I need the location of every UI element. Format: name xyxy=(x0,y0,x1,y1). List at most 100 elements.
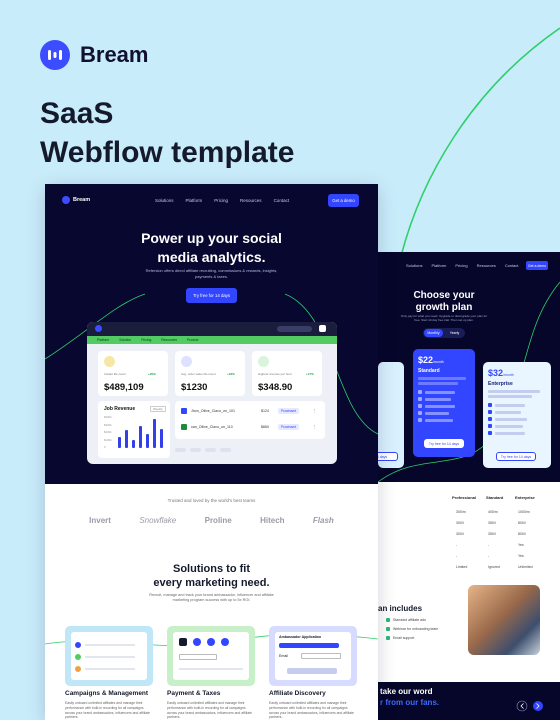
more-icon[interactable]: ⋮ xyxy=(313,409,317,413)
free-trial-button[interactable]: Try free for 14 days xyxy=(186,288,237,303)
bream-logo-icon xyxy=(62,196,70,204)
pricing-card-standard: $22/month Standard Try free for 14 days xyxy=(413,349,475,457)
standard-price: $22/month xyxy=(418,355,444,365)
compare-header-standard: Standard xyxy=(486,495,504,500)
landing-logo[interactable]: Bream xyxy=(62,196,90,204)
feature-line xyxy=(425,390,455,394)
landing-headline-line1: Power up your social xyxy=(141,230,282,246)
compare-cell: - xyxy=(488,543,490,547)
pricing-nav-item[interactable]: Resources xyxy=(476,263,496,268)
dashboard-search-input[interactable] xyxy=(277,326,312,332)
pagination-dot[interactable] xyxy=(175,448,186,452)
compare-cell: 350/l xyxy=(488,532,496,536)
solutions-title-line2: every marketing need. xyxy=(153,577,270,589)
more-icon[interactable]: ⋮ xyxy=(313,425,317,429)
dashboard-avatar[interactable] xyxy=(319,325,326,332)
axis-tick-label: 0 xyxy=(104,445,106,449)
axis-tick-label: $100k xyxy=(104,437,112,442)
pricing-nav-item[interactable]: Platform xyxy=(431,263,447,268)
landing-nav: Solutions Platform Pricing Resources Con… xyxy=(155,198,289,203)
includes-title: an includes xyxy=(378,604,423,613)
table-row[interactable]: Jhon_Ollive_Clavo_on_101 $124 Processed … xyxy=(181,406,321,418)
pricing-nav-item[interactable]: Contact xyxy=(504,263,519,268)
basic-trial-button[interactable]: 14 days xyxy=(378,452,398,461)
pagination-dot[interactable] xyxy=(220,448,231,452)
check-icon xyxy=(488,417,492,421)
compare-cell: 800/l xyxy=(518,532,526,536)
nav-item-pricing[interactable]: Pricing xyxy=(214,198,229,203)
check-icon xyxy=(386,618,390,622)
include-item: Webinar for onboarding team xyxy=(386,627,438,631)
feature-card-affiliates[interactable]: Ambassador Application Email xyxy=(269,626,357,686)
pricing-nav: Solutions Platform Pricing Resources Con… xyxy=(406,263,519,268)
dashboard-tab[interactable]: Solution xyxy=(119,338,132,342)
stat-badge: +18% xyxy=(227,372,235,376)
billing-toggle[interactable]: Monthly Yearly xyxy=(423,328,465,338)
pagination-dot[interactable] xyxy=(190,448,201,452)
nav-item-solutions[interactable]: Solutions xyxy=(155,198,174,203)
compare-cell: 400/m xyxy=(488,510,498,514)
nav-item-contact[interactable]: Contact xyxy=(273,198,290,203)
axis-tick-label: $300k xyxy=(104,422,112,427)
get-demo-button[interactable]: Get a demo xyxy=(328,194,359,207)
table-row[interactable]: can_Ollive_Clavo_on_110 $660 Processed ⋮ xyxy=(181,422,321,434)
dashboard-tab[interactable]: Resources xyxy=(161,338,178,342)
team-photo xyxy=(468,585,540,655)
standard-desc-line xyxy=(418,377,466,380)
check-icon xyxy=(488,403,492,407)
dashboard-topbar xyxy=(87,322,337,336)
dashboard-tab[interactable]: Platform xyxy=(97,338,110,342)
landing-headline-line2: media analytics. xyxy=(157,249,266,265)
pagination-dot[interactable] xyxy=(205,448,216,452)
dashboard-preview: Platform Solution Pricing Resources Prod… xyxy=(87,322,337,464)
feature-line xyxy=(495,403,525,407)
brand-name: Bream xyxy=(80,42,149,67)
stat-value: $348.90 xyxy=(258,382,293,393)
payment-icon xyxy=(221,638,229,646)
standard-trial-button[interactable]: Try free for 14 days xyxy=(424,439,464,448)
feature-line xyxy=(495,424,523,428)
standard-price-period: /month xyxy=(433,360,444,364)
revenue-filter-dropdown[interactable]: Weekly xyxy=(150,406,166,412)
affiliate-email-input[interactable] xyxy=(301,653,341,659)
check-icon xyxy=(488,424,492,428)
toggle-monthly[interactable]: Monthly xyxy=(424,329,443,337)
dashboard-tab[interactable]: Pricing xyxy=(141,338,152,342)
axis-tick-label: $200k xyxy=(104,430,112,434)
nav-item-platform[interactable]: Platform xyxy=(185,198,203,203)
star-icon xyxy=(104,356,115,367)
payment-icon xyxy=(179,638,187,646)
standard-desc-line xyxy=(418,382,458,385)
toggle-yearly[interactable]: Yearly xyxy=(449,331,460,335)
landing-page-mockup: Bream Solutions Platform Pricing Resourc… xyxy=(45,184,378,720)
feature-card-payments[interactable] xyxy=(167,626,255,686)
feature-title-campaigns: Campaigns & Management xyxy=(65,690,149,697)
check-icon xyxy=(418,397,422,401)
affiliate-submit-button[interactable] xyxy=(287,668,337,674)
feature-card-campaigns[interactable] xyxy=(65,626,153,686)
enterprise-desc-line xyxy=(488,390,540,393)
compare-header-professional: Professional xyxy=(452,495,477,500)
pricing-demo-button[interactable]: Get a demo xyxy=(526,261,548,270)
payments-preview xyxy=(173,632,249,680)
enterprise-desc-line xyxy=(488,395,532,398)
testimonial-line1: take our word xyxy=(380,687,433,696)
stat-label: Highest revenue per hour xyxy=(258,372,292,376)
carousel-arrows[interactable] xyxy=(516,700,548,712)
page-title-line1: SaaS xyxy=(40,97,114,130)
dashboard-tab[interactable]: Product xyxy=(187,338,199,342)
revenue-bar xyxy=(160,428,163,448)
logo-snowflake: Snowflake xyxy=(139,516,177,525)
pricing-nav-item[interactable]: Solutions xyxy=(406,263,423,268)
compare-cell: 300/l xyxy=(456,532,464,536)
enterprise-trial-button[interactable]: Try free for 14 days xyxy=(496,452,536,461)
nav-item-resources[interactable]: Resources xyxy=(240,198,262,203)
row-line xyxy=(85,656,135,658)
include-item-label: Webinar for onboarding team xyxy=(393,627,439,631)
pricing-nav-item[interactable]: Pricing xyxy=(455,263,468,268)
row-status: Processed xyxy=(278,424,300,430)
landing-hero: Bream Solutions Platform Pricing Resourc… xyxy=(45,184,378,484)
payment-input[interactable] xyxy=(179,654,217,660)
landing-headline: Power up your social media analytics. xyxy=(45,229,378,267)
include-item-label: Standard affiliate ads xyxy=(393,618,426,622)
